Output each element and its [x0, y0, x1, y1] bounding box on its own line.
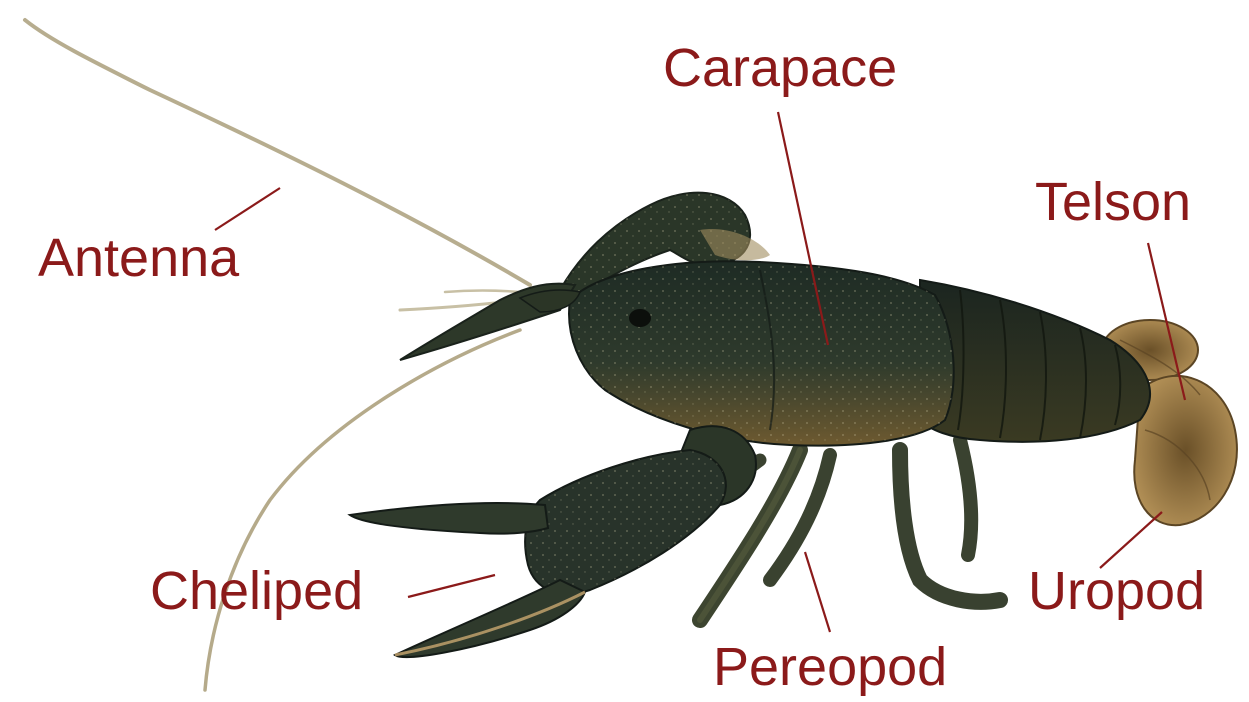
antenna-leader-line	[215, 188, 280, 230]
cephalothorax	[520, 261, 954, 445]
eye	[629, 309, 651, 327]
label-cheliped: Cheliped	[150, 561, 363, 621]
label-carapace: Carapace	[663, 38, 897, 98]
label-pereopod: Pereopod	[713, 637, 947, 697]
uropod-leader-line	[1100, 512, 1162, 568]
label-uropod: Uropod	[1028, 561, 1205, 621]
pereopod-leader-line	[805, 552, 830, 632]
claw-fixed-finger	[350, 503, 548, 534]
abdomen	[920, 280, 1150, 442]
label-telson: Telson	[1035, 172, 1191, 232]
antennule-right	[445, 291, 520, 293]
cheliped-leader-line	[408, 575, 495, 597]
label-antenna: Antenna	[38, 228, 240, 288]
claw-movable-finger	[395, 580, 585, 657]
